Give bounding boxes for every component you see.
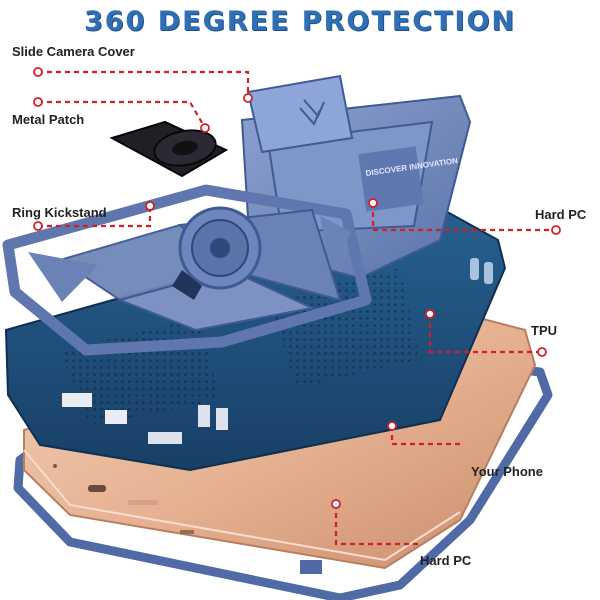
label-slide-camera-cover: Slide Camera Cover: [12, 44, 135, 59]
leader-slide-camera-cover: [38, 70, 250, 98]
slide-camera-cover: [246, 74, 354, 154]
label-hard-pc-top: Hard PC: [535, 207, 587, 222]
leader-hard-pc-top: [371, 203, 556, 232]
label-your-phone: Your Phone: [471, 464, 543, 479]
label-metal-patch: Metal Patch: [12, 112, 85, 127]
leader-hard-pc-bottom: [334, 504, 420, 546]
label-hard-pc-bottom: Hard PC: [420, 553, 472, 568]
ring-kickstand: [109, 120, 229, 178]
leader-tpu: [428, 314, 542, 354]
leader-metal-patch: [38, 100, 206, 129]
leader-your-phone: [390, 426, 464, 446]
page-title: 360 DEGREE PROTECTION: [83, 6, 517, 37]
label-tpu: TPU: [531, 323, 557, 338]
leader-lines: [38, 70, 556, 546]
leader-ring-kickstand: [38, 206, 152, 228]
label-ring-kickstand: Ring Kickstand: [12, 205, 107, 220]
leader-endpoints: [33, 67, 561, 509]
ring-holder: [172, 206, 262, 300]
